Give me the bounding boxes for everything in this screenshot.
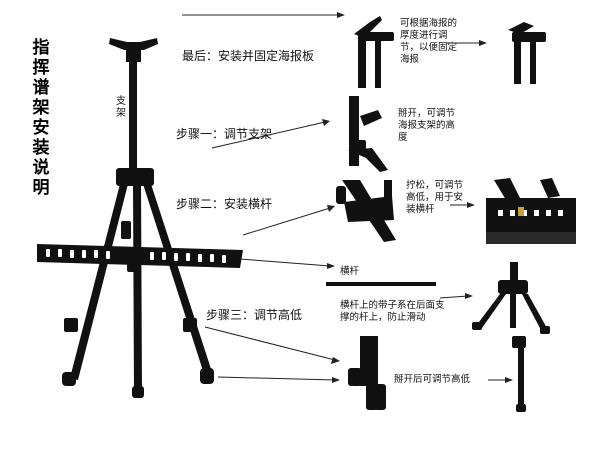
crossbar-holes <box>46 249 226 263</box>
tripod-base-image <box>472 262 550 334</box>
poster-clamp-image <box>354 16 394 88</box>
callout-arrows <box>182 12 513 383</box>
title-char: 指 <box>32 38 50 58</box>
crossbar-closeup-image <box>486 178 576 244</box>
title-char: 架 <box>32 98 50 118</box>
crossbar-note: 拧松，可调节高低，用于安装横杆 <box>406 180 464 215</box>
extended-leg-image <box>512 336 526 412</box>
title-char: 说 <box>32 158 50 178</box>
crossbar-bar-image <box>326 282 436 286</box>
step1-label: 步骤一：调节支架 <box>176 127 273 141</box>
page-title: 指挥谱架安装说明 <box>30 38 52 198</box>
title-char: 挥 <box>32 58 50 78</box>
step3-label: 步骤三：调节高低 <box>206 308 303 322</box>
poster-clamp-open-image <box>508 22 546 84</box>
poster-note: 可根据海报的厚度进行调 节，以便固定海报 <box>400 18 458 65</box>
bracket-image <box>348 96 388 172</box>
crossbar-clamp-image <box>336 180 396 242</box>
stand-label: 支架 <box>115 96 127 120</box>
easel-main-image <box>37 38 243 398</box>
strap-note: 横杆上的带子系在后面支撑的杆上，防止滑动 <box>340 300 445 323</box>
stand-label-char: 支 <box>116 96 126 107</box>
final-step-label: 最后：安装并固定海报板 <box>182 49 315 63</box>
title-char: 安 <box>32 118 50 138</box>
title-char: 谱 <box>32 78 50 98</box>
step2-label: 步骤二：安装横杆 <box>176 197 273 211</box>
title-char: 装 <box>32 138 50 158</box>
height-note: 掰开后可调节高低 <box>394 374 471 385</box>
stand-label-char: 架 <box>116 108 126 119</box>
bracket-note: 掰开，可调节海报支架的高度 <box>398 108 456 143</box>
crossbar-label: 横杆 <box>340 266 360 277</box>
title-char: 明 <box>32 178 50 198</box>
height-adjust-image <box>348 336 386 410</box>
